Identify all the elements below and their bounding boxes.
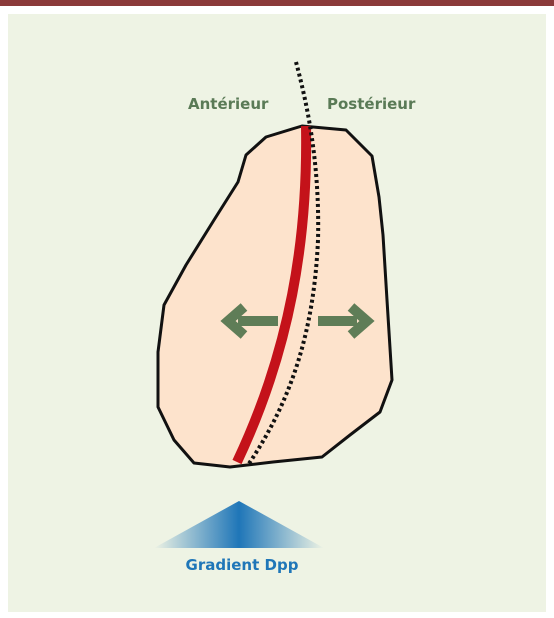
label-posterior: Postérieur xyxy=(327,95,415,113)
label-gradient-dpp: Gradient Dpp xyxy=(162,556,322,574)
dpp-gradient-triangle xyxy=(154,501,324,548)
label-anterior: Antérieur xyxy=(188,95,268,113)
